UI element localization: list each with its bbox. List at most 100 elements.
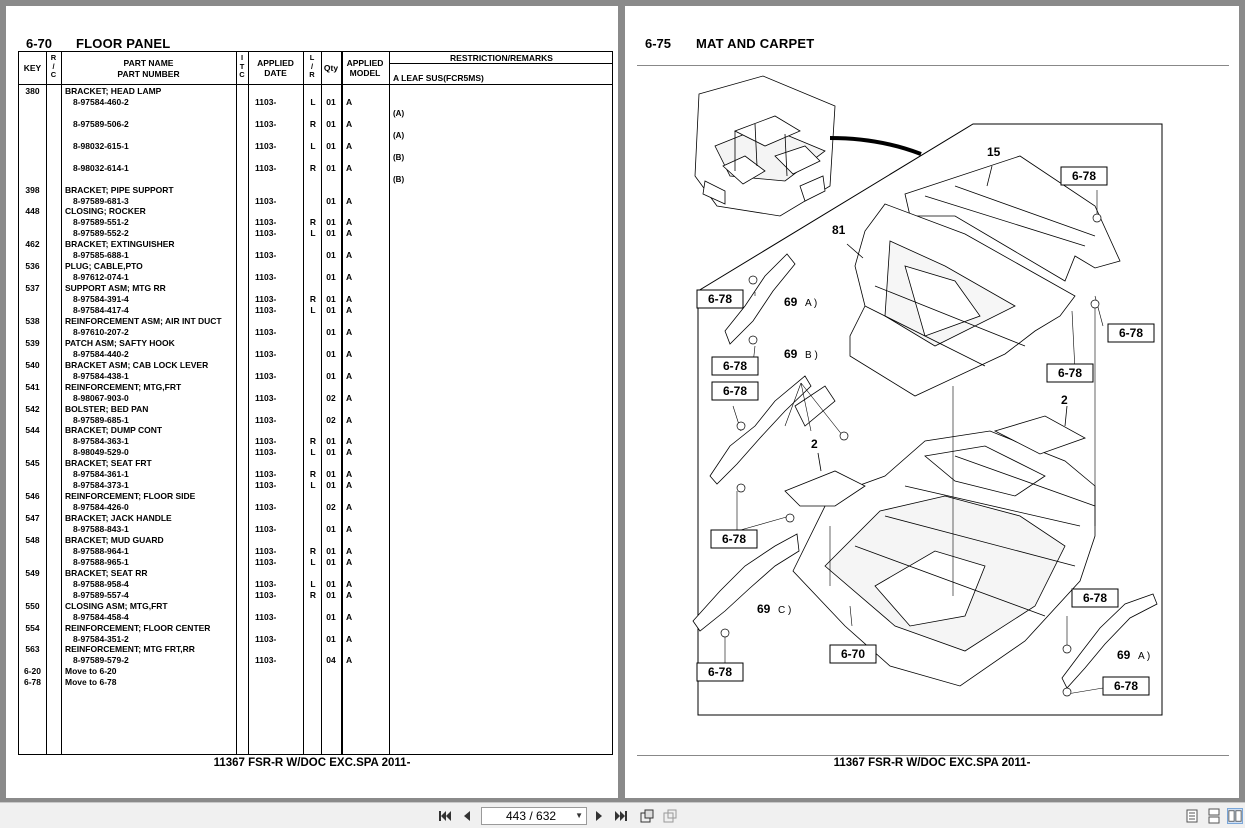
header-rc: R/C [50, 53, 57, 79]
part-number-cell: 8-97589-506-2 [73, 118, 129, 129]
applied-date-cell: 1103- [255, 611, 277, 622]
part-number-cell: 8-97589-681-3 [73, 195, 129, 206]
svg-text:6-78: 6-78 [1114, 679, 1138, 693]
lr-cell: L [310, 578, 316, 589]
left-page: 6-70 FLOOR PANEL KEY R/C PART NAME PART … [6, 6, 618, 798]
callout-6-78-right: 6-78 [1107, 323, 1155, 343]
lr-cell: R [309, 162, 317, 173]
header-part-number: PART NUMBER [117, 69, 180, 79]
qty-cell: 01 [326, 195, 336, 206]
part-name-cell: REINFORCEMENT; MTG FRT,RR [65, 644, 195, 655]
label-69-a-right: 69 [1117, 648, 1131, 662]
part-name-cell: BRACKET; HEAD LAMP [65, 86, 162, 96]
part-number-cell: 8-97584-417-4 [73, 305, 129, 315]
single-page-view-icon[interactable] [1184, 808, 1200, 824]
qty-cell: 01 [326, 436, 336, 447]
qty-cell: 01 [326, 370, 336, 381]
part-name-cell: BRACKET; SEAT RR [65, 567, 148, 578]
part-name-cell: BRACKET; EXTINGUISHER [65, 239, 175, 250]
key-cell: 545 [25, 458, 40, 469]
applied-date-cell: 1103- [255, 589, 277, 600]
next-page-icon[interactable] [591, 808, 607, 824]
previous-page-icon[interactable] [459, 808, 475, 824]
key-cell: 6-78 [23, 677, 41, 688]
chevron-down-icon[interactable]: ▼ [575, 811, 583, 820]
applied-model-cell: A [346, 578, 353, 589]
continuous-view-icon[interactable] [1206, 808, 1222, 824]
part-name-cell: PLUG; CABLE,PTO [65, 261, 143, 272]
column-divider [248, 52, 249, 754]
part-number-cell: 8-98067-903-0 [73, 392, 129, 403]
bracket-part-69-a-right [1061, 593, 1158, 689]
rotate-view-icon[interactable] [639, 808, 655, 824]
key-cell: 540 [25, 359, 40, 370]
part-name-cell: PATCH ASM; SAFTY HOOK [65, 337, 175, 348]
qty-cell: 01 [326, 140, 336, 151]
section-title: MAT AND CARPET [696, 36, 815, 51]
callout-6-78-left-1: 6-78 [696, 289, 744, 309]
tag-b: B ) [805, 350, 818, 361]
page-number-input[interactable]: 443 / 632 ▼ [481, 807, 587, 825]
qty-cell: 01 [326, 524, 336, 534]
key-cell: 549 [25, 567, 40, 578]
callout-6-78-bottom-right-1: 6-78 [1071, 588, 1119, 608]
remarks-header-divider [389, 63, 612, 64]
callout-6-78-left-4: 6-78 [710, 529, 758, 549]
fit-page-icon[interactable] [662, 808, 678, 824]
applied-date-cell: 1103- [255, 655, 277, 666]
label-69-b: 69 [784, 347, 798, 361]
part-name-cell: BRACKET; DUMP CONT [65, 425, 163, 436]
applied-model-cell: A [346, 195, 353, 206]
header-key: KEY [23, 63, 42, 73]
qty-cell: 01 [326, 633, 336, 644]
label-2-left: 2 [811, 437, 818, 451]
two-page-view-icon[interactable] [1227, 808, 1243, 824]
last-page-icon[interactable] [613, 808, 629, 824]
lr-cell: L [310, 96, 316, 107]
first-page-icon[interactable] [437, 808, 453, 824]
key-cell: 539 [25, 337, 40, 348]
part-number-cell: 8-97589-557-4 [73, 589, 129, 600]
inset-pointer-arrow [829, 136, 922, 156]
applied-model-cell: A [346, 633, 353, 644]
part-name-cell: REINFORCEMENT; FLOOR SIDE [65, 491, 196, 502]
part-number-cell: 8-97589-685-1 [73, 414, 129, 425]
key-cell: 462 [25, 239, 40, 250]
part-number-cell: 8-98032-615-1 [73, 140, 129, 151]
applied-model-cell: A [346, 228, 353, 239]
header-divider [19, 84, 612, 85]
svg-text:6-78: 6-78 [708, 292, 732, 306]
svg-text:6-78: 6-78 [722, 532, 746, 546]
lr-cell: L [310, 480, 316, 491]
svg-text:6-78: 6-78 [1072, 169, 1096, 183]
applied-model-cell: A [346, 524, 353, 534]
applied-model-cell: A [346, 140, 353, 151]
key-cell: 542 [25, 403, 40, 414]
callout-6-78-mid-right: 6-78 [1046, 363, 1094, 383]
part-number-cell: 8-97588-958-4 [73, 578, 129, 589]
lr-cell: L [310, 140, 316, 151]
part-group-row: 462 BRACKET; EXTINGUISHER [19, 239, 614, 250]
